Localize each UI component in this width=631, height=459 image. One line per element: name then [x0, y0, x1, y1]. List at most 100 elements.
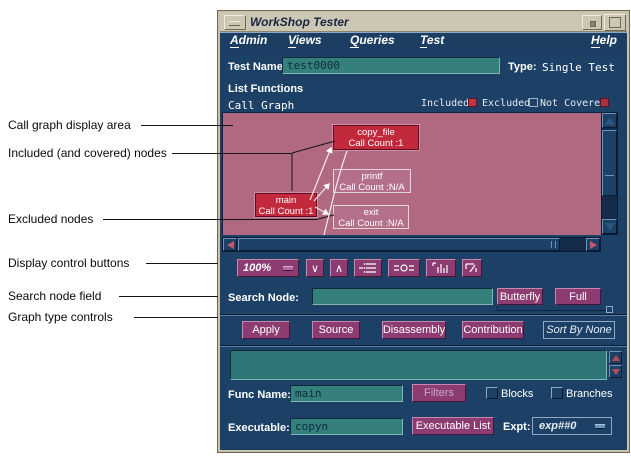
maximize-button[interactable] — [604, 14, 626, 31]
full-button[interactable]: Full — [555, 288, 601, 305]
butterfly-button[interactable]: Butterfly — [497, 288, 543, 305]
arrow-down-icon — [611, 368, 620, 375]
func-name-label: Func Name: — [228, 389, 291, 401]
arrow-left-icon — [226, 240, 234, 249]
workshop-tester-window: WorkShop Tester Admin Views Queries Test… — [217, 10, 630, 453]
group-bracket — [497, 310, 607, 311]
expand-subtree-icon — [359, 263, 376, 273]
executable-list-button[interactable]: Executable List — [412, 417, 494, 435]
horizontal-scrollbar[interactable] — [222, 237, 601, 252]
executable-label: Executable: — [228, 422, 290, 434]
scroll-up-button[interactable] — [602, 113, 617, 128]
apply-button[interactable]: Apply — [242, 321, 290, 339]
call-depth-button[interactable] — [426, 259, 456, 277]
annotation-excluded-nodes: Excluded nodes — [8, 212, 94, 226]
leader-line — [141, 125, 233, 126]
contribution-button[interactable]: Contribution — [462, 321, 524, 339]
list-scroll-up-button[interactable] — [609, 351, 622, 364]
call-graph-display-area[interactable]: main Call Count :1 copy_file Call Count … — [222, 112, 601, 235]
chevron-up-icon: ∧ — [334, 262, 344, 275]
window-menu-dash-icon — [229, 21, 240, 26]
panel-handle[interactable] — [606, 306, 613, 313]
option-menu-dash-icon — [595, 423, 605, 429]
zoom-value: 100% — [243, 262, 272, 274]
expand-graph-button[interactable]: ∧ — [330, 259, 348, 277]
annotation-graph-controls: Graph type controls — [8, 310, 113, 324]
source-button[interactable]: Source — [312, 321, 360, 339]
thumb-grip — [605, 175, 614, 176]
arrow-right-icon — [589, 240, 597, 249]
leader-line — [119, 296, 218, 297]
func-name-field[interactable]: main — [290, 385, 403, 402]
thumb-grip — [551, 241, 552, 248]
arrow-up-icon — [611, 354, 620, 361]
graph-node-exit[interactable]: exit Call Count :N/A — [333, 205, 409, 229]
shrink-graph-button[interactable]: ∨ — [306, 259, 324, 277]
minimize-dot-icon — [590, 21, 596, 27]
legend-included-swatch — [468, 98, 477, 107]
search-node-field[interactable] — [312, 288, 493, 305]
zoom-option-menu[interactable]: 100% — [237, 259, 299, 277]
maximize-square-icon — [609, 17, 621, 28]
graph-node-copy-file[interactable]: copy_file Call Count :1 — [333, 125, 419, 150]
arrow-up-icon — [604, 116, 615, 125]
vertical-scrollbar[interactable] — [601, 112, 618, 235]
titlebar[interactable]: WorkShop Tester — [220, 13, 627, 32]
legend-included-label: Included — [421, 98, 470, 109]
graph-node-main[interactable]: main Call Count :1 — [255, 193, 317, 217]
legend-notcovered-label: Not Covered — [540, 98, 607, 109]
menu-test[interactable]: Test — [420, 33, 445, 48]
search-node-label: Search Node: — [228, 292, 299, 304]
group-bracket — [497, 306, 498, 311]
menu-queries[interactable]: Queries — [350, 33, 395, 48]
call-graph-label: Call Graph — [228, 99, 295, 112]
expand-subtree-button[interactable] — [354, 259, 382, 277]
arrow-down-icon — [604, 222, 615, 231]
thumb-grip — [555, 241, 556, 248]
leader-line — [172, 153, 292, 154]
graph-node-printf[interactable]: printf Call Count :N/A — [333, 169, 411, 193]
scroll-down-button[interactable] — [602, 219, 617, 234]
list-scroll-down-button[interactable] — [609, 365, 622, 378]
vertical-scroll-thumb[interactable] — [602, 130, 617, 196]
scroll-left-button[interactable] — [223, 238, 237, 251]
expt-option-menu[interactable]: exp##0 — [532, 417, 612, 435]
call-depth-icon — [432, 262, 448, 273]
message-list-area[interactable] — [230, 350, 607, 380]
filters-button[interactable]: Filters — [412, 384, 466, 402]
branches-checkbox[interactable] — [551, 387, 563, 399]
test-name-field[interactable]: test0000 — [282, 57, 500, 74]
annotation-search-field: Search node field — [8, 289, 102, 303]
leader-line — [134, 317, 218, 318]
menubar: Admin Views Queries Test Help — [220, 32, 627, 53]
chevron-down-icon: ∨ — [310, 262, 320, 275]
overview-button[interactable] — [462, 259, 482, 277]
horizontal-scroll-thumb[interactable] — [238, 238, 560, 251]
menu-help[interactable]: Help — [590, 33, 617, 48]
blocks-label: Blocks — [501, 388, 534, 400]
executable-field[interactable]: copyn — [290, 418, 403, 435]
expt-value: exp##0 — [539, 420, 577, 432]
disassembly-button[interactable]: Disassembly — [382, 321, 446, 339]
minimize-button[interactable] — [582, 15, 602, 30]
scroll-right-button[interactable] — [586, 238, 600, 251]
window-title: WorkShop Tester — [250, 15, 349, 29]
type-label: Type: — [508, 61, 537, 73]
overview-icon — [465, 263, 477, 273]
branches-label: Branches — [566, 388, 613, 400]
annotation-display-controls: Display control buttons — [8, 256, 130, 270]
sort-by-none-button[interactable]: Sort By None — [543, 321, 615, 339]
butterfly-view-button[interactable] — [388, 259, 420, 277]
menu-views[interactable]: Views — [288, 33, 322, 48]
type-value: Single Test — [542, 61, 615, 74]
butterfly-view-icon — [394, 264, 414, 272]
annotation-call-graph-area: Call graph display area — [8, 118, 131, 132]
option-menu-dash-icon — [283, 265, 293, 271]
test-name-label: Test Name: — [228, 61, 287, 73]
separator — [220, 314, 627, 316]
legend-excluded-label: Excluded — [482, 98, 531, 109]
menu-admin[interactable]: Admin — [230, 33, 268, 48]
blocks-checkbox[interactable] — [486, 387, 498, 399]
window-menu-button[interactable] — [224, 15, 246, 30]
